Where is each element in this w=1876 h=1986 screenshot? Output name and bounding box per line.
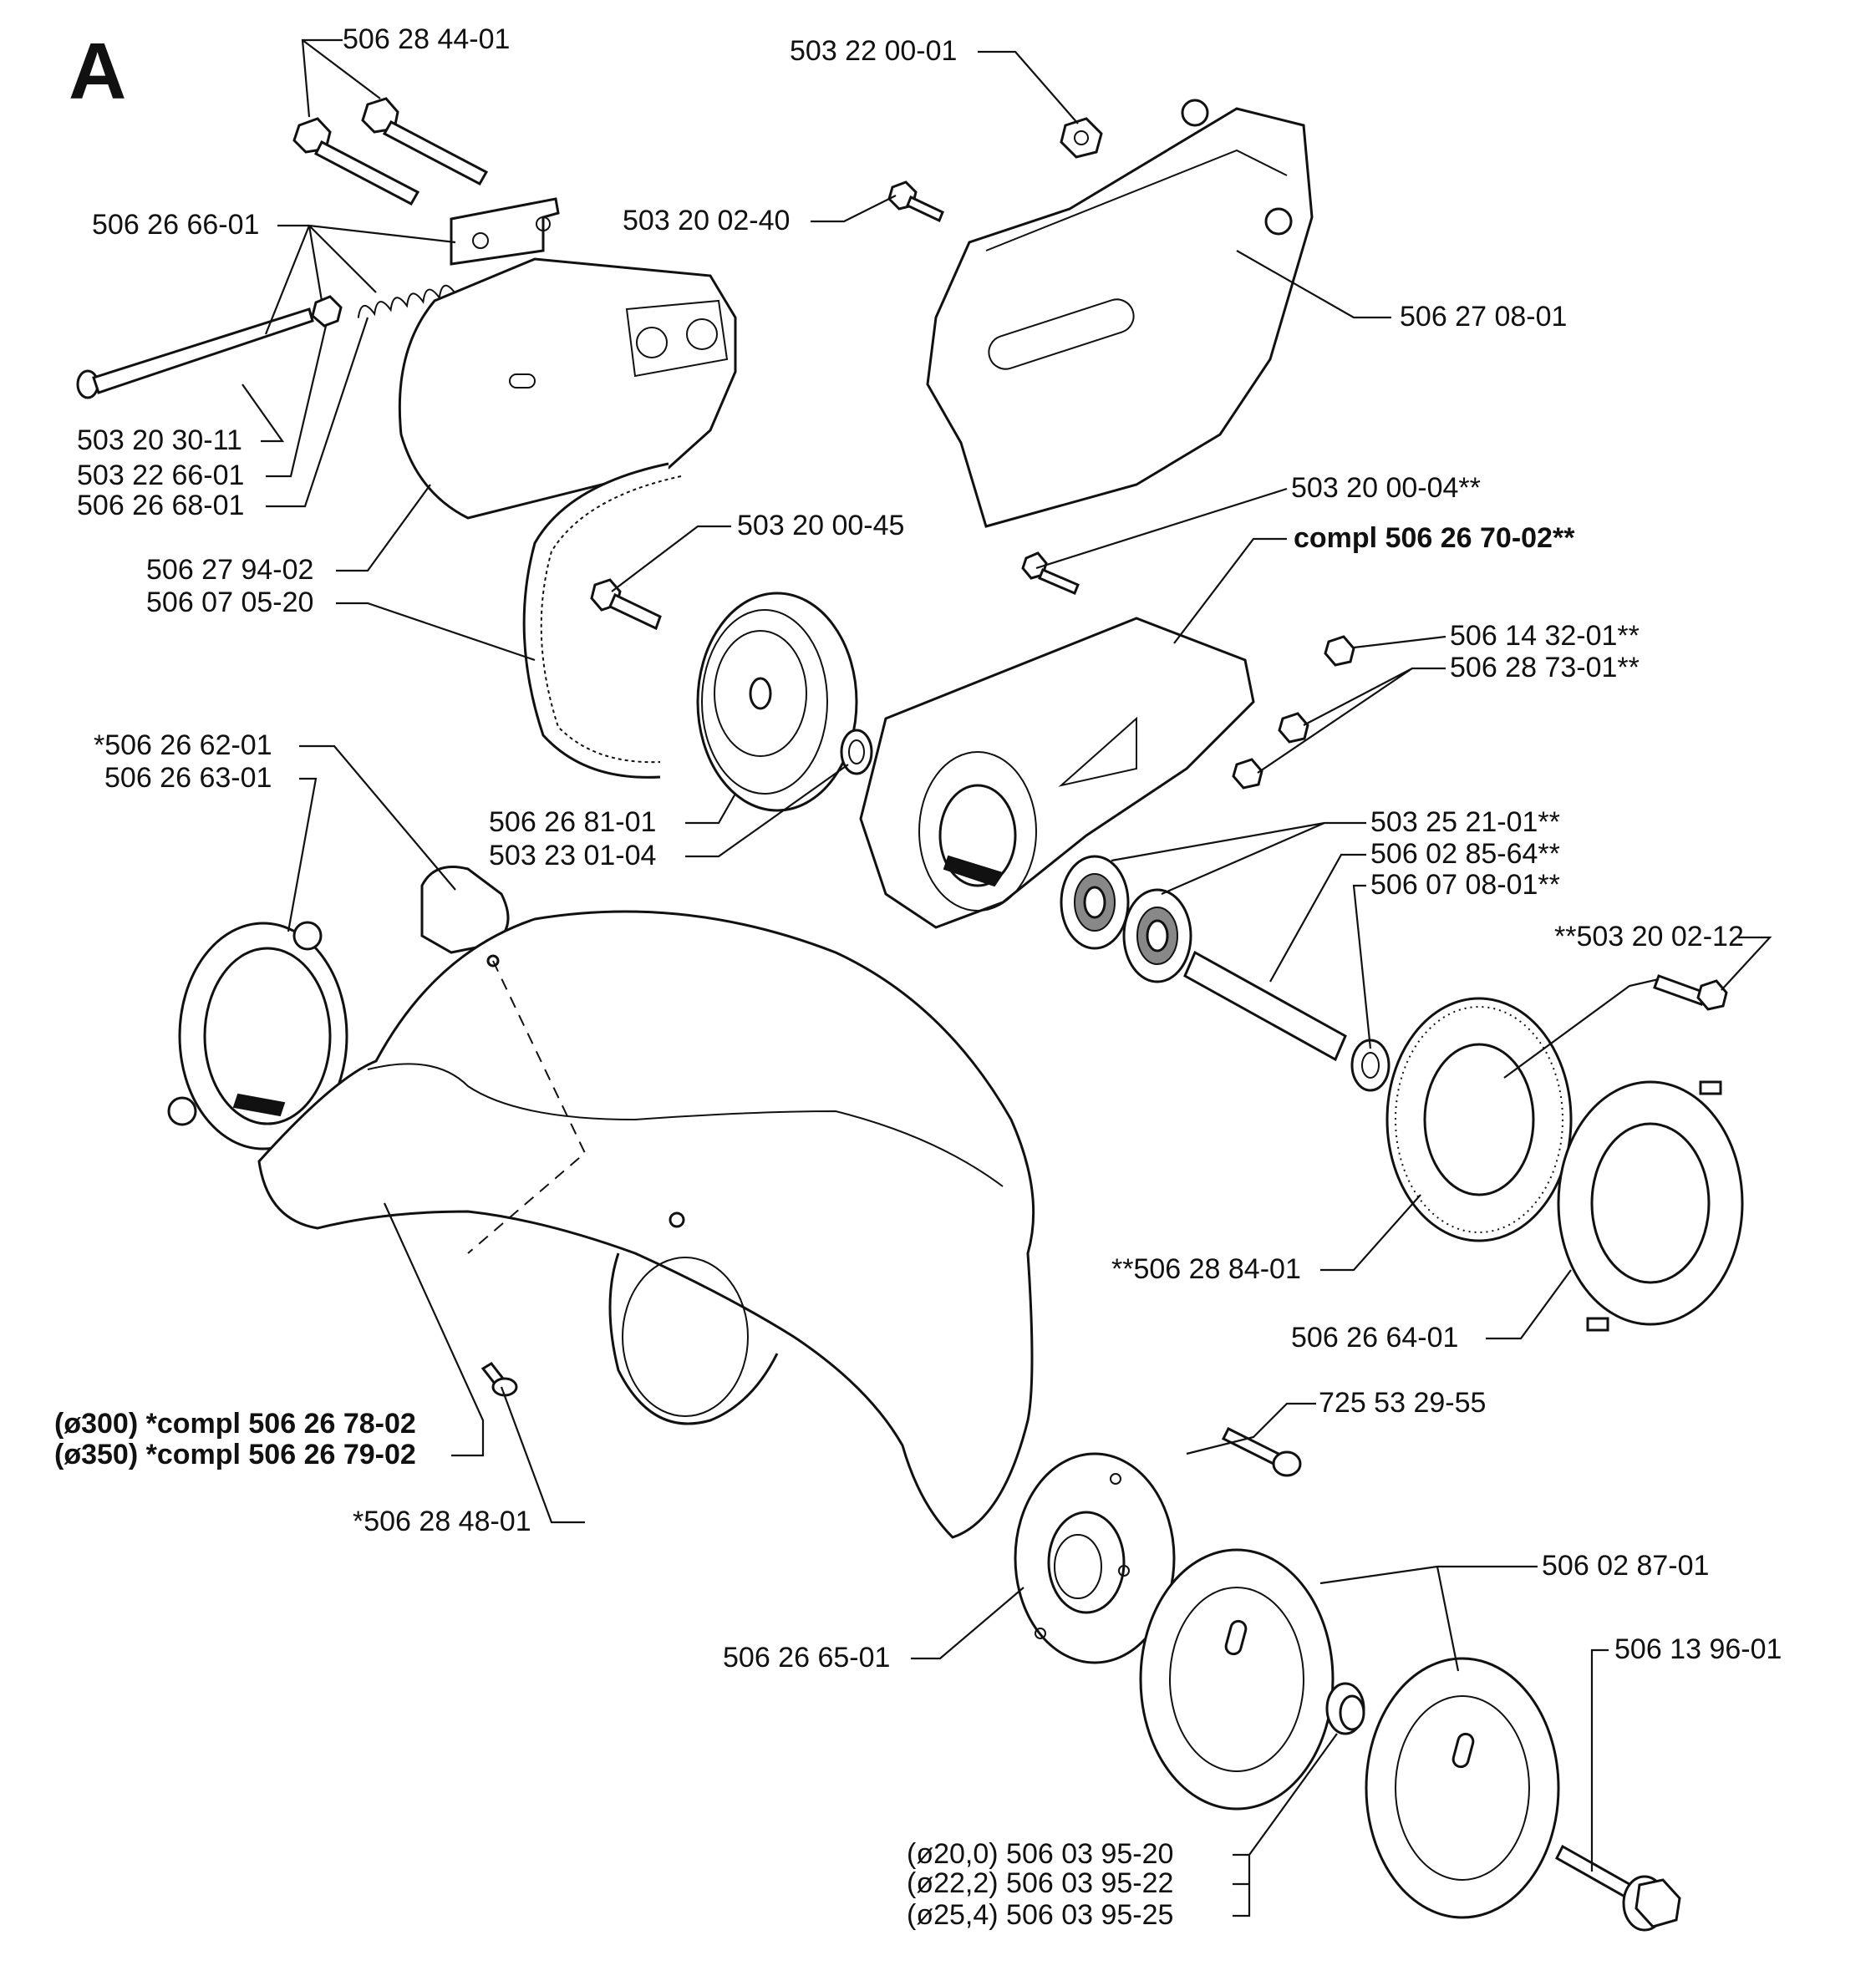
label-506-27-08-01: 506 27 08-01 xyxy=(1400,301,1567,333)
guard-hidden-edge xyxy=(467,960,587,1254)
flange-506-26-63-01 xyxy=(167,921,348,1150)
label-506-27-94-02: 506 27 94-02 xyxy=(146,554,313,586)
label-506-14-32-01: 506 14 32-01** xyxy=(1450,620,1640,652)
leader-lines xyxy=(241,38,1772,1917)
label-503-20-00-04: 503 20 00-04** xyxy=(1291,472,1481,504)
bracket-506-26-66-01 xyxy=(450,197,560,266)
bolt-506-13-96-01 xyxy=(1555,1844,1681,1932)
label-503-20-30-11: 503 20 30-11 xyxy=(77,424,242,456)
label-503-20-00-45: 503 20 00-45 xyxy=(737,510,904,541)
nuts-506-28-73-01 xyxy=(1232,712,1309,790)
label-506-07-08-01: 506 07 08-01** xyxy=(1370,869,1560,901)
screw-503-20-02-12 xyxy=(1653,974,1728,1011)
bearing-housing-506-26-70-02 xyxy=(859,617,1255,929)
label-506-28-84-01: **506 28 84-01 xyxy=(1111,1253,1301,1285)
label-506-26-81-01: 506 26 81-01 xyxy=(489,806,656,838)
blade-guard-compl-506-26-78-02 xyxy=(257,910,1035,1539)
screw-503-20-00-04 xyxy=(1021,551,1080,595)
label-503-20-02-12: **503 20 02-12 xyxy=(1554,921,1744,952)
label-506-26-62-01: *506 26 62-01 xyxy=(94,729,272,761)
part-labels: 506 28 44-01 503 22 00-01 506 26 66-01 5… xyxy=(54,23,1782,1931)
label-506-13-96-01: 506 13 96-01 xyxy=(1614,1633,1782,1665)
plate-506-26-64-01 xyxy=(1557,1080,1744,1332)
label-compl-506-26-70-02: compl 506 26 70-02** xyxy=(1294,522,1575,554)
cover-506-27-08-01 xyxy=(926,99,1314,528)
label-506-03-95-25: (ø25,4) 506 03 95-25 xyxy=(907,1899,1173,1931)
screw-725-53-29-55 xyxy=(1221,1426,1302,1477)
shaft-506-02-85-64 xyxy=(1183,950,1347,1062)
flange-506-26-65-01 xyxy=(1014,1452,1176,1664)
label-503-22-66-01: 503 22 66-01 xyxy=(77,460,244,491)
label-503-22-00-01: 503 22 00-01 xyxy=(790,35,957,67)
label-725-53-29-55: 725 53 29-55 xyxy=(1319,1387,1486,1419)
screw-506-28-44-01 xyxy=(292,97,489,206)
bolt-503-20-30-11 xyxy=(76,307,314,399)
label-506-28-73-01: 506 28 73-01** xyxy=(1450,652,1640,683)
nut-503-22-66-01 xyxy=(311,295,343,328)
label-506-26-66-01: 506 26 66-01 xyxy=(92,209,259,241)
nut-506-14-32-01 xyxy=(1324,635,1355,667)
label-506-28-48-01: *506 28 48-01 xyxy=(353,1506,531,1537)
label-506-07-05-20: 506 07 05-20 xyxy=(146,587,313,618)
label-506-26-63-01: 506 26 63-01 xyxy=(104,762,272,794)
label-506-02-85-64: 506 02 85-64** xyxy=(1370,838,1560,870)
label-506-26-64-01: 506 26 64-01 xyxy=(1291,1322,1458,1354)
label-503-23-01-04: 503 23 01-04 xyxy=(489,840,656,871)
label-compl-506-26-78-02: (ø300) *compl 506 26 78-02 xyxy=(54,1408,416,1440)
screw-506-28-48-01 xyxy=(480,1362,518,1397)
label-506-26-65-01: 506 26 65-01 xyxy=(723,1642,890,1674)
label-506-28-44-01: 506 28 44-01 xyxy=(343,23,510,55)
bearing-503-25-21-01 xyxy=(1060,855,1192,983)
screw-503-20-00-45 xyxy=(590,578,662,631)
bushing-506-03-95 xyxy=(1325,1682,1365,1735)
label-506-26-68-01: 506 26 68-01 xyxy=(77,490,244,521)
ring-506-28-84-01 xyxy=(1385,997,1573,1242)
disc-506-02-87-01-a xyxy=(1139,1548,1335,1811)
washer-503-23-01-04 xyxy=(840,729,873,775)
label-506-03-95-22: (ø22,2) 506 03 95-22 xyxy=(907,1867,1173,1899)
screw-503-20-02-40 xyxy=(887,180,944,223)
nut-503-22-00-01 xyxy=(1060,117,1103,159)
section-letter: A xyxy=(69,27,126,116)
label-506-02-87-01: 506 02 87-01 xyxy=(1542,1550,1709,1582)
label-503-25-21-01: 503 25 21-01** xyxy=(1370,806,1560,838)
disc-506-02-87-01-b xyxy=(1365,1657,1560,1919)
label-503-20-02-40: 503 20 02-40 xyxy=(623,205,790,236)
pulley-506-26-81-01 xyxy=(696,592,858,812)
label-506-03-95-20: (ø20,0) 506 03 95-20 xyxy=(907,1838,1173,1870)
belt-guard-506-27-94-02 xyxy=(398,257,737,520)
label-compl-506-26-79-02: (ø350) *compl 506 26 79-02 xyxy=(54,1439,416,1470)
belt-506-07-05-20 xyxy=(522,462,682,779)
